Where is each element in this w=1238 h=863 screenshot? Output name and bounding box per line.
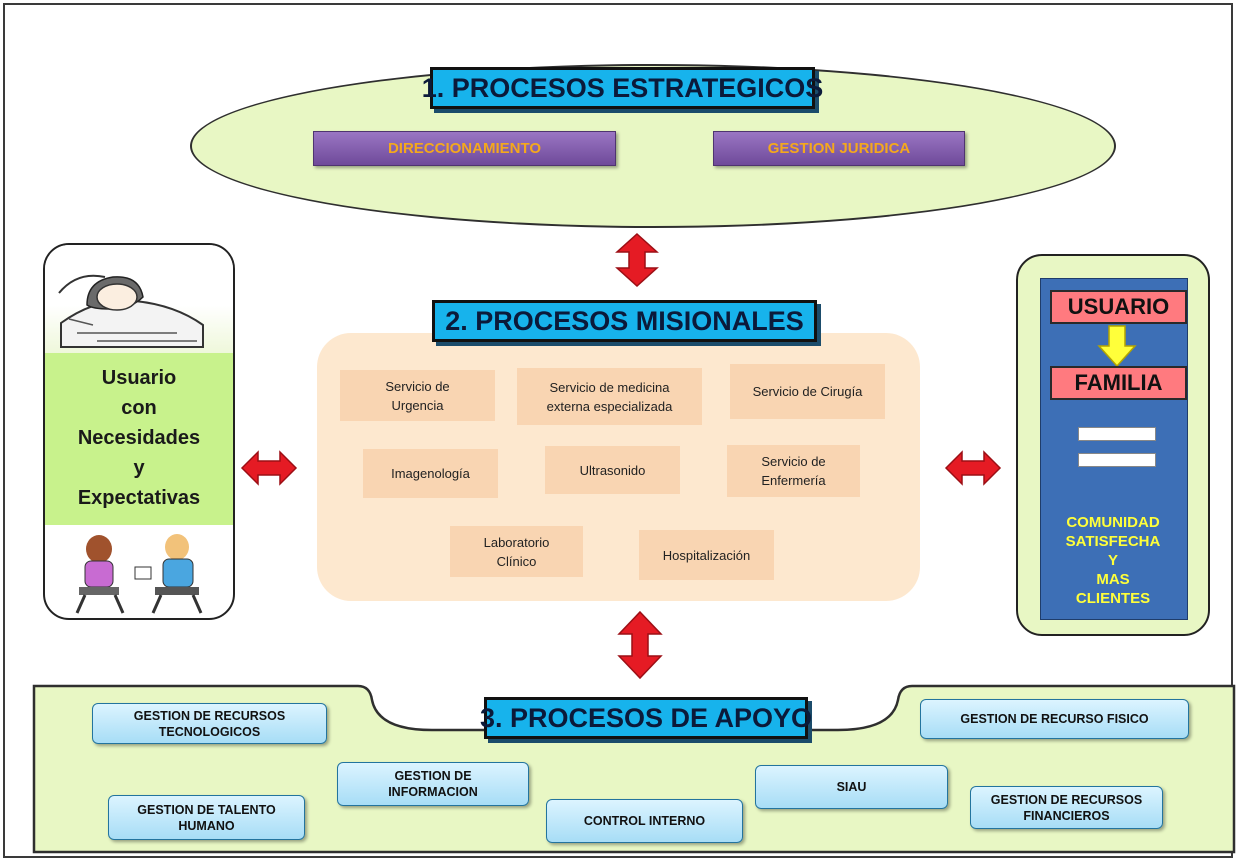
support-item: GESTION DE RECURSOS TECNOLOGICOS — [92, 703, 327, 744]
input-panel: Usuario con Necesidades y Expectativas — [43, 243, 235, 620]
output-usuario: USUARIO — [1050, 290, 1187, 324]
frame-border — [3, 3, 1233, 858]
support-item: CONTROL INTERNO — [546, 799, 743, 843]
equals-bar-top — [1078, 427, 1156, 441]
missional-item: Ultrasonido — [545, 446, 680, 494]
support-item: GESTION DE TALENTO HUMANO — [108, 795, 305, 840]
output-familia: FAMILIA — [1050, 366, 1187, 400]
output-comunidad: COMUNIDAD SATISFECHA Y MAS CLIENTES — [1065, 514, 1161, 607]
missional-item: Servicio de Urgencia — [340, 370, 495, 421]
support-item: GESTION DE RECURSO FISICO — [920, 699, 1189, 739]
down-arrow-icon — [1097, 325, 1137, 368]
input-label: Usuario con Necesidades y Expectativas — [77, 367, 201, 509]
missional-item: Hospitalización — [639, 530, 774, 580]
missional-item: Imagenología — [363, 449, 498, 498]
missional-item: Servicio de Cirugía — [730, 364, 885, 419]
sleeping-patient-icon — [58, 274, 204, 348]
vertical-double-arrow-icon — [617, 610, 663, 680]
strategic-item-direccionamiento: DIRECCIONAMIENTO — [313, 131, 616, 166]
missional-item: Laboratorio Clínico — [450, 526, 583, 577]
equals-icon — [1078, 427, 1156, 469]
missional-item: Servicio de medicina externa especializa… — [517, 368, 702, 425]
consultation-icon — [75, 534, 203, 614]
support-title: 3. PROCESOS DE APOYO — [480, 697, 812, 739]
strategic-item-gestion-juridica: GESTION JURIDICA — [713, 131, 965, 166]
vertical-double-arrow-icon — [615, 232, 659, 288]
strategic-title: 1. PROCESOS ESTRATEGICOS — [422, 67, 823, 109]
missional-title: 2. PROCESOS MISIONALES — [432, 300, 817, 342]
support-item: SIAU — [755, 765, 948, 809]
missional-item: Servicio de Enfermería — [727, 445, 860, 497]
horizontal-double-arrow-icon — [944, 450, 1002, 486]
support-item: GESTION DE RECURSOS FINANCIEROS — [970, 786, 1163, 829]
support-item: GESTION DE INFORMACION — [337, 762, 529, 806]
equals-bar-bottom — [1078, 453, 1156, 467]
input-panel-green — [45, 353, 233, 525]
horizontal-double-arrow-icon — [240, 450, 298, 486]
